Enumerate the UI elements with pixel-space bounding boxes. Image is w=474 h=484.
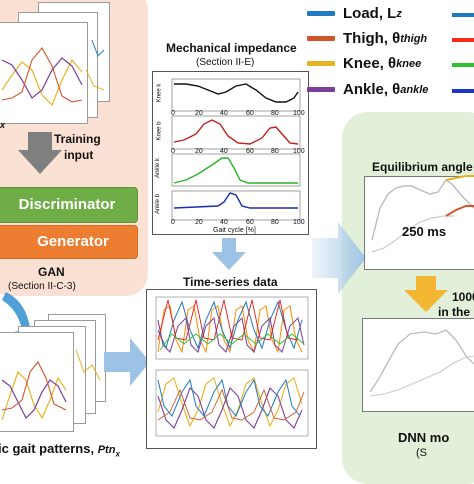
equilibrium-chart — [371, 175, 474, 253]
impedance-xtick-b-20: 20 — [195, 148, 203, 155]
impedance-xtick-b-80: 80 — [271, 148, 279, 155]
pattern-plot-front — [0, 332, 74, 432]
impedance-xtick-60: 60 — [246, 110, 254, 117]
impedance-xtick-0: 0 — [171, 110, 175, 117]
legend-swatch-thigh — [307, 36, 335, 41]
timeseries-to-dnn-arrow — [312, 222, 366, 294]
impedance-xtick-100: 100 — [293, 110, 305, 117]
impedance-xtick-20: 20 — [195, 110, 203, 117]
legend-sub-thigh: thigh — [400, 32, 428, 45]
impedance-xtick-40: 40 — [220, 110, 228, 117]
gan-title: GAN — [38, 265, 65, 279]
impedance-title: Mechanical impedance — [166, 41, 297, 55]
patterns-to-timeseries-arrow — [104, 338, 150, 386]
generator-label: Generator — [37, 233, 109, 250]
impedance-xtick-c-0: 0 — [171, 219, 175, 226]
patterns-label: ic gait patterns, Ptnx — [0, 441, 120, 459]
legend-sub-ankle: ankle — [400, 83, 429, 96]
impedance-xtick-b-60: 60 — [246, 148, 254, 155]
impedance-xtick-c-80: 80 — [271, 219, 279, 226]
impedance-xtick-b-0: 0 — [171, 148, 175, 155]
equilibrium-title: Equilibrium angle — [372, 160, 473, 174]
generator-box: Generator — [0, 225, 138, 259]
equilibrium-ms-label: 250 ms — [402, 224, 447, 239]
legend-label-load: Load, L — [343, 5, 397, 22]
legend-swatch-ankle — [307, 87, 335, 92]
legend-label-ankle: Ankle, θ — [343, 81, 401, 98]
legend-swatch-load — [307, 11, 335, 16]
impedance-xtick-b-40: 40 — [220, 148, 228, 155]
dnn-chart — [369, 329, 474, 397]
impedance-xtick-c-60: 60 — [246, 219, 254, 226]
gan-sample-curves — [1, 39, 105, 107]
training-input-label-line2: input — [64, 148, 94, 162]
impedance-xtick-c-20: 20 — [195, 219, 203, 226]
impedance-section: (Section II-E) — [196, 57, 255, 68]
discriminator-label: Discriminator — [18, 196, 116, 213]
impedance-xtick-b-100: 100 — [293, 148, 305, 155]
dnn-section: (S — [416, 447, 427, 459]
impedance-to-timeseries-arrow — [212, 238, 246, 270]
training-input-label-line1: Training — [54, 132, 101, 146]
legend-right-swatches — [452, 13, 474, 93]
gan-x-subscript: x — [0, 120, 6, 130]
impedance-xlabel: Gait cycle [%] — [213, 227, 256, 234]
patterns-ptn-sub: x — [115, 449, 120, 459]
discriminator-box: Discriminator — [0, 187, 138, 223]
impedance-xtick-c-40: 40 — [220, 219, 228, 226]
dnn-chart-panel — [362, 318, 474, 412]
legend-sub-knee: knee — [396, 57, 422, 70]
impedance-chart — [171, 78, 301, 221]
legend-label-knee: Knee, θ — [343, 55, 397, 72]
dnn-title: DNN mo — [398, 430, 450, 445]
dnn-region — [342, 112, 474, 484]
equilibrium-to-dnn-arrow — [404, 276, 448, 312]
legend-sub-load: z — [396, 7, 402, 20]
timeseries-title: Time-series data — [183, 275, 278, 289]
pattern-curves — [1, 349, 101, 421]
training-input-arrow — [18, 132, 62, 174]
legend-label-thigh: Thigh, θ — [343, 30, 401, 47]
timeseries-chart — [155, 296, 309, 437]
patterns-ptn: Ptn — [97, 444, 116, 456]
dnn-step-bottom: in the — [438, 305, 470, 319]
impedance-xtick-c-100: 100 — [293, 219, 305, 226]
gan-section: (Section II-C-3) — [8, 281, 76, 292]
impedance-xtick-80: 80 — [271, 110, 279, 117]
legend-swatch-knee — [307, 61, 335, 66]
patterns-label-text: ic gait patterns, — [0, 441, 98, 456]
